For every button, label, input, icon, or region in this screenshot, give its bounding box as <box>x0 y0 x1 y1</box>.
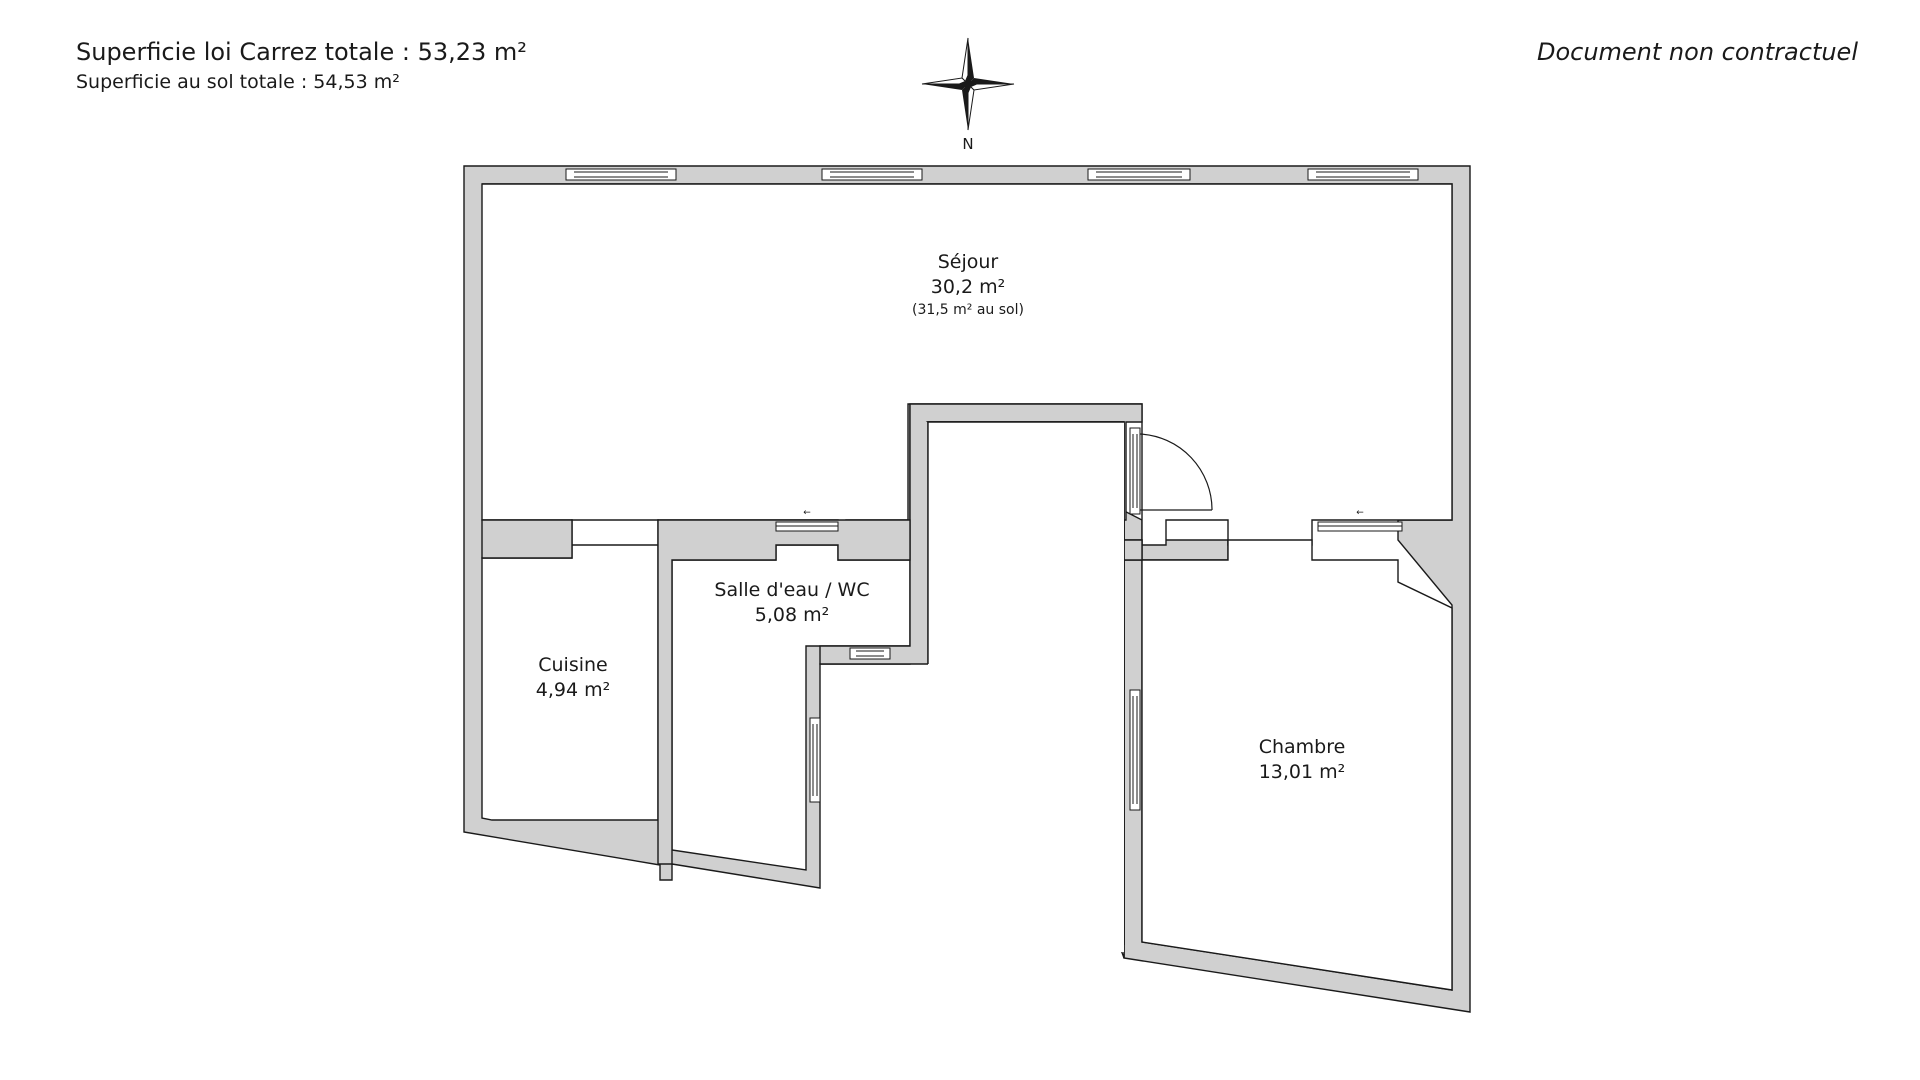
sliding-doors: ← ← <box>775 508 1403 532</box>
label-sejour-area: 30,2 m² <box>931 276 1005 298</box>
label-sejour-note: (31,5 m² au sol) <box>912 302 1024 318</box>
door-swing <box>1139 433 1213 511</box>
disclaimer: Document non contractuel <box>1536 38 1858 66</box>
carrez-area-total: Superficie loi Carrez totale : 53,23 m² <box>76 38 527 66</box>
svg-text:←: ← <box>1356 508 1364 518</box>
corridor-space <box>928 422 1124 952</box>
compass-rose-icon <box>921 37 1015 131</box>
label-sejour-name: Séjour <box>938 251 999 273</box>
floor-area-total: Superficie au sol totale : 54,53 m² <box>76 71 400 93</box>
label-salle-eau-name: Salle d'eau / WC <box>714 579 869 601</box>
interior-walls <box>481 403 1143 958</box>
room-labels: Séjour 30,2 m² (31,5 m² au sol) Salle d'… <box>536 251 1346 783</box>
room-interiors <box>481 183 1453 991</box>
label-cuisine-area: 4,94 m² <box>536 679 610 701</box>
windows <box>565 168 1419 811</box>
label-chambre-area: 13,01 m² <box>1259 761 1346 783</box>
room-chambre <box>1141 539 1453 991</box>
label-cuisine-name: Cuisine <box>538 654 608 676</box>
label-salle-eau-area: 5,08 m² <box>755 604 829 626</box>
compass-north-label: N <box>962 135 973 153</box>
label-chambre-name: Chambre <box>1259 736 1346 758</box>
svg-text:←: ← <box>803 508 811 518</box>
